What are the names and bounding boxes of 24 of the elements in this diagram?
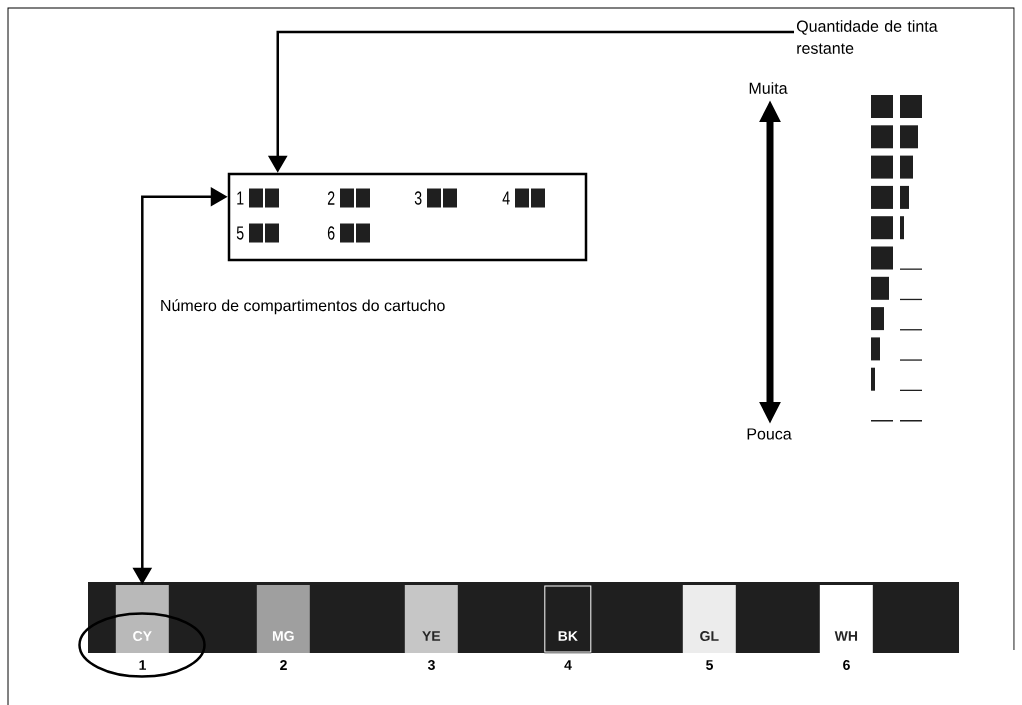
- ink-level-indicator: 4: [502, 188, 545, 208]
- slot-number: 5: [706, 660, 713, 670]
- slot-number: 3: [427, 660, 435, 670]
- ink-level-indicator: 2: [327, 188, 370, 208]
- slot-number: 6: [843, 660, 850, 670]
- ink-level-indicator: 3: [414, 188, 457, 208]
- ink-level-indicator: 1: [237, 188, 279, 208]
- scale-label: Muita: [749, 82, 788, 94]
- cartridge-slot: CY: [115, 585, 169, 653]
- node-label: WH: [834, 631, 858, 641]
- cartridge-slot: BK: [544, 584, 592, 654]
- caption-text: Quantidade de tinta restante: [796, 20, 938, 54]
- slot-number: 2: [280, 660, 287, 670]
- slot-number: 1: [139, 660, 146, 670]
- highlight-ellipse: [78, 612, 206, 678]
- cartridge-slot: WH: [819, 585, 873, 653]
- ink-level-indicator: 5: [236, 223, 279, 243]
- edge-label: Número de compartimentos do cartucho: [161, 299, 445, 315]
- cartridge-slot: GL: [682, 585, 736, 653]
- cartridge-slot: YE: [404, 585, 458, 653]
- scale-label: Pouca: [747, 428, 792, 440]
- ink-level-indicator: 6: [327, 223, 370, 243]
- cartridge-slot: MG: [256, 585, 310, 653]
- slot-number: 4: [564, 660, 572, 670]
